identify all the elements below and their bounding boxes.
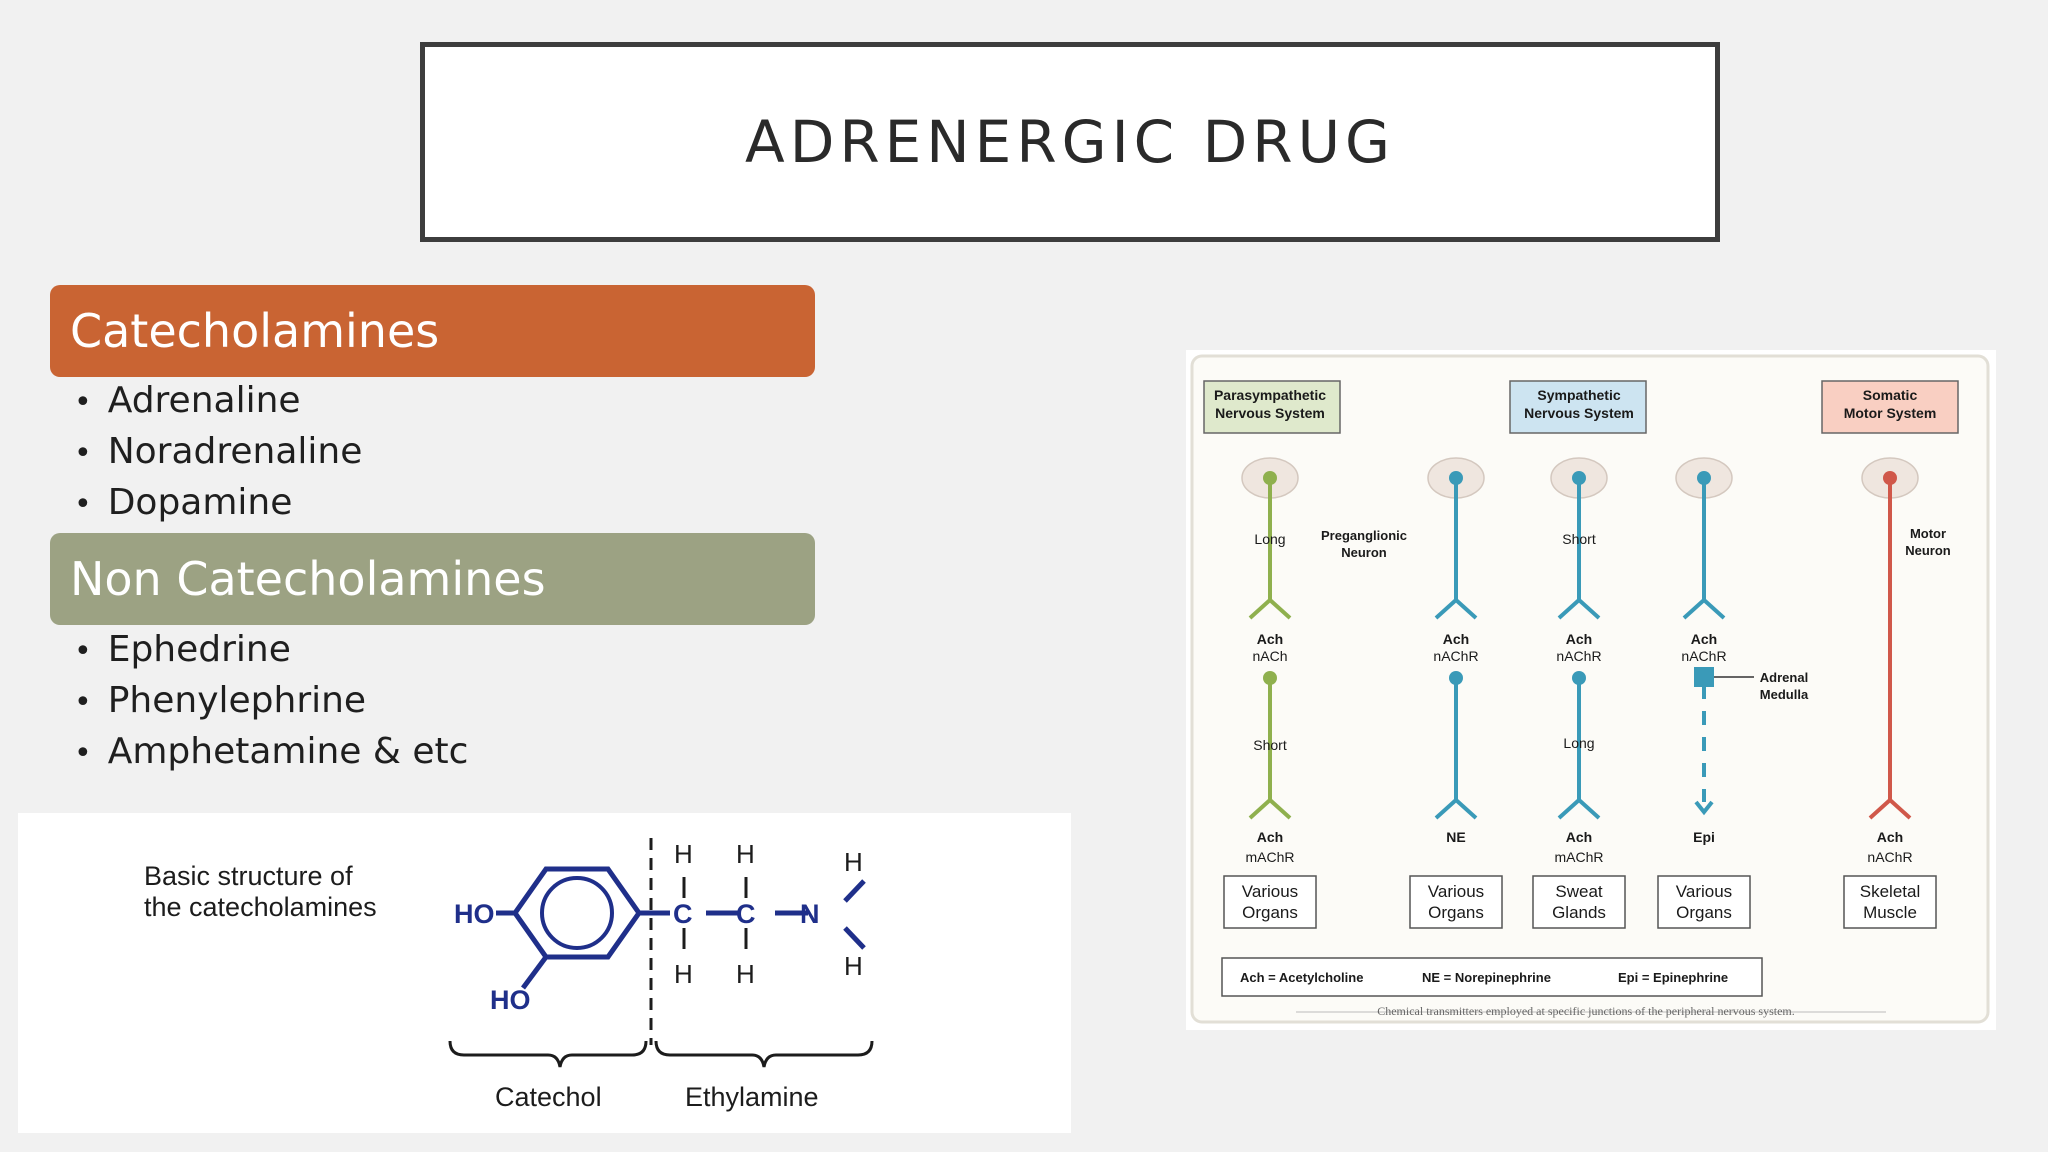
ethylamine-brace [654,1040,874,1068]
target-organ-box [1657,875,1751,929]
h-label: H [736,839,755,869]
ne-label: NE [1446,829,1465,845]
ho-bottom-label: HO [490,985,531,1015]
ach-label: Ach [1566,631,1592,647]
h-label: H [674,959,693,989]
preganglionic-label: Neuron [1341,545,1387,560]
receptor-label: nAChR [1433,648,1478,664]
somatic-pathway [1868,478,1912,820]
title-box: ADRENERGIC DRUG [420,42,1720,242]
catecholamine-structure-figure: Basic structure of the catecholamines [18,813,1071,1133]
ach-label: Ach [1566,829,1592,845]
legend-ne: NE = Norepinephrine [1422,970,1551,985]
somatic-label: Somatic [1863,387,1918,403]
motor-neuron-label: Neuron [1905,543,1951,558]
ach-label: Ach [1443,631,1469,647]
sympathetic-box [1509,380,1647,434]
target-organ-box [1843,875,1937,929]
receptor-label: nAChR [1867,849,1912,865]
short-label: Short [1253,737,1287,753]
nervous-system-diagram: Parasympathetic Nervous System Sympathet… [1190,354,1990,1024]
carbon-2-label: C [736,899,756,929]
catecholamines-list: Adrenaline Noradrenaline Dopamine [74,375,363,528]
list-item: Noradrenaline [74,426,363,477]
parasympathetic-box [1203,380,1341,434]
list-item: Adrenaline [74,375,362,426]
ach-label: Ach [1257,631,1283,647]
somatic-label: Motor System [1844,405,1937,421]
target-organ-box [1223,875,1317,929]
target-label: Glands [1552,903,1606,922]
catechol-label: Catechol [495,1082,602,1112]
list-item: Amphetamine & etc [74,726,469,777]
catecholamines-header: Catecholamines [50,285,815,377]
h-label: H [674,839,693,869]
adrenal-medulla-label: Medulla [1760,687,1809,702]
h-label: H [736,959,755,989]
figure-footer: Chemical transmitters employed at specif… [1377,1004,1795,1018]
structure-caption-line2: the catecholamines [144,892,377,922]
target-label: Various [1676,882,1732,901]
somatic-box [1821,380,1959,434]
slide-title: ADRENERGIC DRUG [745,108,1395,176]
target-label: Muscle [1863,903,1917,922]
epi-label: Epi [1693,829,1715,845]
sympathetic-label: Sympathetic [1537,387,1620,403]
parasympathetic-pathway [1248,478,1292,820]
ach-label: Ach [1257,829,1283,845]
target-label: Skeletal [1860,882,1920,901]
list-item: Ephedrine [74,624,468,675]
legend-ach: Ach = Acetylcholine [1240,970,1363,985]
preganglionic-label: Preganglionic [1321,528,1407,543]
legend-box [1221,957,1763,997]
receptor-label: nAChR [1556,648,1601,664]
structure-caption-line1: Basic structure of [144,861,353,891]
receptor-label: mAChR [1245,849,1294,865]
h-label: H [844,847,863,877]
nitrogen-label: N [800,899,820,929]
legend-epi: Epi = Epinephrine [1618,970,1728,985]
ethylamine-label: Ethylamine [685,1082,819,1112]
receptor-label: nACh [1252,648,1287,664]
target-label: Various [1242,882,1298,901]
adrenal-medulla-label: Adrenal [1760,670,1808,685]
sympathetic-label: Nervous System [1524,405,1634,421]
non-catecholamines-header: Non Catecholamines [50,533,815,625]
parasympathetic-label: Nervous System [1215,405,1325,421]
target-label: Organs [1676,903,1732,922]
non-catecholamines-list: Ephedrine Phenylephrine Amphetamine & et… [74,624,469,777]
motor-neuron-label: Motor [1910,526,1946,541]
target-label: Organs [1428,903,1484,922]
receptor-label: mAChR [1554,849,1603,865]
ho-top-label: HO [454,899,495,929]
target-organ-box [1409,875,1503,929]
sympathetic-pathways [1434,478,1726,820]
long-label: Long [1254,531,1285,547]
receptor-label: nAChR [1681,648,1726,664]
target-label: Sweat [1555,882,1603,901]
list-item: Dopamine [74,477,362,528]
adrenal-medulla-block [1694,667,1714,687]
target-organ-box [1532,875,1626,929]
catechol-brace [448,1040,648,1068]
aromatic-circle [540,876,614,950]
ach-label: Ach [1877,829,1903,845]
benzene-ring [511,866,643,960]
nervous-system-figure: Parasympathetic Nervous System Sympathet… [1186,350,1996,1030]
target-label: Organs [1242,903,1298,922]
carbon-1-label: C [673,899,693,929]
target-label: Various [1428,882,1484,901]
short-label: Short [1562,531,1596,547]
parasympathetic-label: Parasympathetic [1214,387,1326,403]
long-label: Long [1563,735,1594,751]
structure-diagram: Basic structure of the catecholamines [144,838,874,1112]
h-label: H [844,951,863,981]
ach-label: Ach [1691,631,1717,647]
list-item: Phenylephrine [74,675,468,726]
